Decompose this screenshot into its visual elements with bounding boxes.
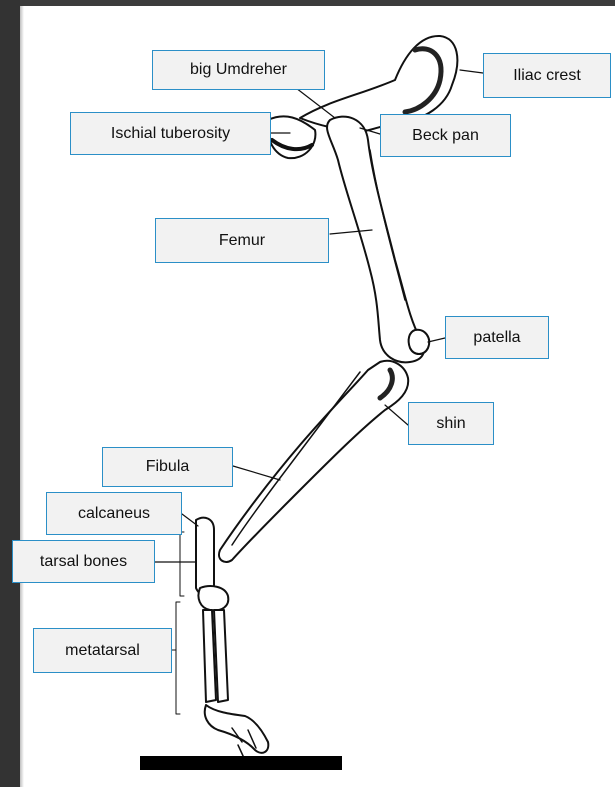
calcaneus-bone <box>196 518 214 595</box>
leader-iliac-crest <box>460 70 483 73</box>
label-iliac-crest: Iliac crest <box>483 53 611 98</box>
tibia-bone <box>219 361 408 562</box>
scale-bar <box>140 756 342 770</box>
label-metatarsal: metatarsal <box>33 628 172 673</box>
label-big-umdreher: big Umdreher <box>152 50 325 90</box>
ischium <box>267 116 315 158</box>
leader-shin <box>385 405 408 425</box>
patella-bone <box>409 330 430 354</box>
bracket-metatarsal <box>176 602 180 714</box>
toe-bones <box>205 705 269 753</box>
tarsal-bones <box>198 586 228 610</box>
label-shin: shin <box>408 402 494 445</box>
label-fibula: Fibula <box>102 447 233 487</box>
leader-patella <box>428 338 445 342</box>
label-tarsal-bones: tarsal bones <box>12 540 155 583</box>
label-patella: patella <box>445 316 549 359</box>
leader-fibula <box>233 466 280 480</box>
bracket-tarsal <box>180 532 184 596</box>
label-beck-pan: Beck pan <box>380 114 511 157</box>
label-calcaneus: calcaneus <box>46 492 182 535</box>
label-ischial-tuberosity: Ischial tuberosity <box>70 112 271 155</box>
label-femur: Femur <box>155 218 329 263</box>
